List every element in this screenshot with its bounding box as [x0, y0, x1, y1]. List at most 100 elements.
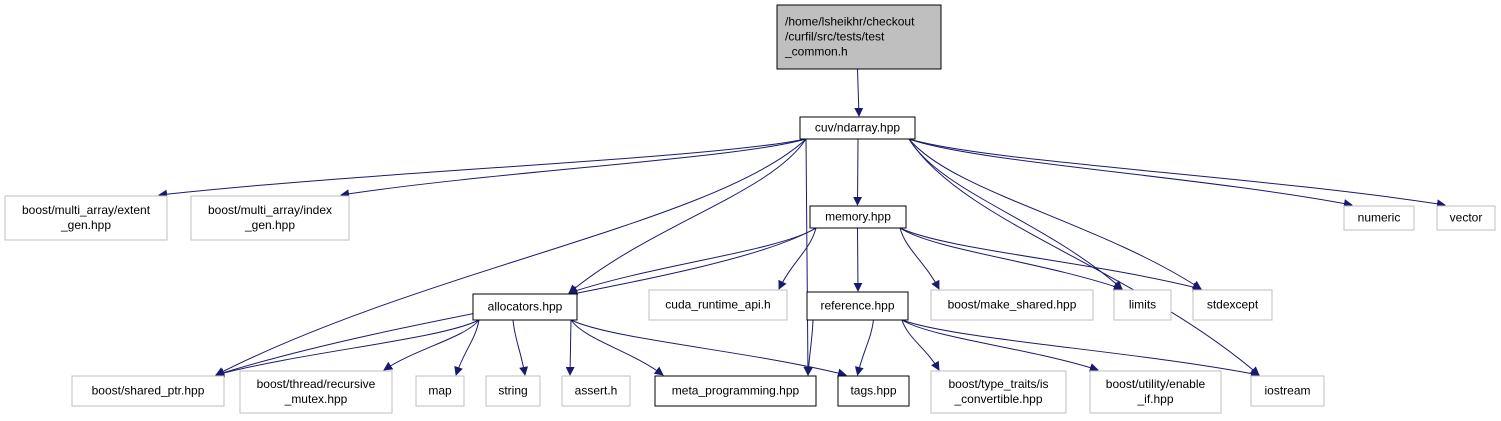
edge-memory-to-allocators [568, 227, 817, 295]
node-label-line: boost/multi_array/extent [22, 203, 151, 217]
edge-ndarray-to-index_gen [340, 138, 807, 199]
node-extent-gen[interactable]: boost/multi_array/extent_gen.hpp [4, 195, 168, 241]
node-label-line: /curfil/src/tests/test [785, 30, 885, 44]
node-box [190, 195, 350, 241]
node-label-line: _common.h [784, 45, 848, 59]
node-label-line: _mutex.hpp [284, 392, 348, 406]
node-label-line: string [498, 384, 527, 398]
node-string[interactable]: string [485, 375, 541, 407]
node-tags[interactable]: tags.hpp [837, 375, 910, 407]
edge-root-to-ndarray [854, 68, 864, 117]
node-label-line: memory.hpp [825, 210, 891, 224]
node-allocators[interactable]: allocators.hpp [472, 293, 578, 321]
node-cuda-runtime[interactable]: cuda_runtime_api.h [648, 289, 788, 321]
edge-reference-to-enable_if [901, 319, 1099, 372]
edge-allocators-to-assert [565, 319, 575, 376]
node-numeric[interactable]: numeric [1343, 205, 1415, 231]
node-box [1343, 205, 1415, 231]
edge-allocators-to-string [512, 319, 529, 376]
node-label-line: stdexcept [1207, 298, 1259, 312]
edge-ndarray-to-memory [853, 138, 863, 206]
node-memory[interactable]: memory.hpp [809, 205, 907, 229]
node-box [776, 4, 942, 70]
nodes: /home/lsheikhr/checkout/curfil/src/tests… [4, 4, 1496, 414]
edge-memory-to-limits [899, 227, 1123, 291]
node-label-line: allocators.hpp [488, 300, 563, 314]
node-box [472, 293, 578, 321]
node-box [1192, 289, 1273, 321]
node-limits[interactable]: limits [1113, 289, 1172, 321]
node-index-gen[interactable]: boost/multi_array/index_gen.hpp [190, 195, 350, 241]
node-box [415, 375, 465, 407]
node-box [809, 205, 907, 229]
node-vector[interactable]: vector [1436, 205, 1496, 231]
edge-memory-to-reference [853, 227, 863, 292]
edge-allocators-to-tags [570, 319, 847, 378]
node-box [1436, 205, 1496, 231]
edge-ndarray-to-shared_ptr [215, 138, 807, 376]
edge-reference-to-is_convertible [901, 319, 940, 371]
node-box [654, 375, 817, 407]
node-label-line: reference.hpp [820, 299, 894, 313]
node-box [930, 289, 1094, 321]
node-label-line: limits [1129, 298, 1156, 312]
edges [158, 68, 1446, 378]
edge-reference-to-meta_programming [804, 319, 814, 376]
edge-allocators-to-shared_ptr [215, 319, 480, 378]
node-label-line: boost/type_traits/is [948, 377, 1048, 391]
node-label-line: numeric [1358, 211, 1401, 225]
node-stdexcept[interactable]: stdexcept [1192, 289, 1273, 321]
edge-allocators-to-map [454, 319, 480, 376]
node-label-line: vector [1450, 211, 1483, 225]
node-box [485, 375, 541, 407]
node-label-line: cuv/ndarray.hpp [815, 121, 900, 135]
edge-allocators-to-meta_programming [570, 319, 664, 376]
node-box [1250, 375, 1325, 407]
node-label-line: _if.hpp [1136, 392, 1173, 406]
node-label-line: boost/make_shared.hpp [948, 298, 1077, 312]
node-label-line: /home/lsheikhr/checkout [785, 15, 915, 29]
node-label-line: boost/multi_array/index [208, 203, 332, 217]
node-box [930, 370, 1067, 414]
node-is-convertible[interactable]: boost/type_traits/is_convertible.hpp [930, 370, 1067, 414]
node-box [4, 195, 168, 241]
node-label-line: tags.hpp [850, 384, 896, 398]
node-shared-ptr[interactable]: boost/shared_ptr.hpp [71, 375, 225, 407]
node-box [239, 370, 393, 414]
edge-ndarray-to-limits [908, 138, 1123, 290]
node-reference[interactable]: reference.hpp [806, 291, 909, 321]
edge-ndarray-to-vector [908, 138, 1446, 209]
node-label-line: boost/shared_ptr.hpp [92, 384, 205, 398]
node-label-line: assert.h [575, 384, 618, 398]
node-box [806, 291, 909, 321]
node-box [1113, 289, 1172, 321]
node-box [1089, 370, 1222, 414]
node-enable-if[interactable]: boost/utility/enable_if.hpp [1089, 370, 1222, 414]
node-map[interactable]: map [415, 375, 465, 407]
node-label-line: meta_programming.hpp [672, 384, 800, 398]
node-recursive-mutex[interactable]: boost/thread/recursive_mutex.hpp [239, 370, 393, 414]
node-make-shared[interactable]: boost/make_shared.hpp [930, 289, 1094, 321]
node-label-line: _gen.hpp [244, 218, 295, 232]
node-ndarray[interactable]: cuv/ndarray.hpp [799, 116, 916, 140]
node-box [71, 375, 225, 407]
node-label-line: cuda_runtime_api.h [665, 298, 770, 312]
edge-ndarray-to-iostream [908, 138, 1260, 376]
edge-ndarray-to-numeric [908, 138, 1353, 208]
node-label-line: boost/thread/recursive [257, 377, 376, 391]
node-label-line: boost/utility/enable [1106, 377, 1206, 391]
edge-ndarray-to-allocators [568, 138, 807, 294]
node-box [648, 289, 788, 321]
node-assert[interactable]: assert.h [561, 375, 631, 407]
node-label-line: _convertible.hpp [953, 392, 1042, 406]
node-meta-programming[interactable]: meta_programming.hpp [654, 375, 817, 407]
edge-memory-to-stdexcept [899, 227, 1202, 292]
edge-memory-to-cuda_runtime [778, 227, 817, 290]
node-root[interactable]: /home/lsheikhr/checkout/curfil/src/tests… [776, 4, 942, 70]
edge-reference-to-tags [854, 319, 874, 376]
edge-reference-to-iostream [901, 319, 1260, 378]
node-iostream[interactable]: iostream [1250, 375, 1325, 407]
node-box [837, 375, 910, 407]
edge-memory-to-make_shared [899, 227, 940, 290]
